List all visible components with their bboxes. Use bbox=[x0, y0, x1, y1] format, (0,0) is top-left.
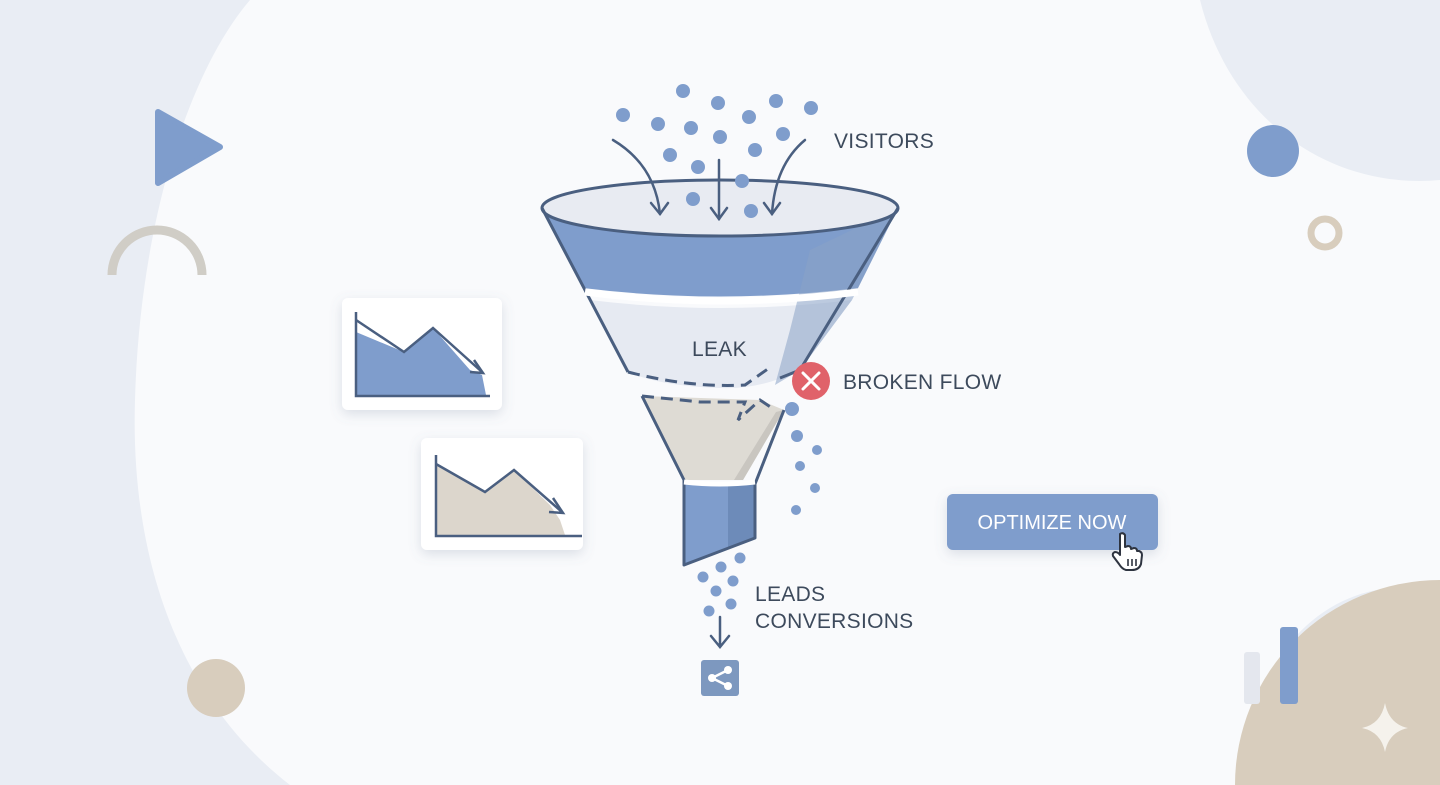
share-icon[interactable] bbox=[701, 660, 739, 696]
beige-circle bbox=[187, 659, 245, 717]
play-icon bbox=[155, 109, 223, 186]
bar-decoration bbox=[1280, 627, 1298, 704]
optimize-now-label: OPTIMIZE NOW bbox=[978, 512, 1127, 534]
broken-flow-label: BROKEN FLOW bbox=[843, 371, 1001, 394]
optimize-now-button[interactable]: OPTIMIZE NOW bbox=[947, 494, 1158, 550]
inflow-arrows bbox=[611, 138, 807, 222]
down-arrow-icon bbox=[709, 615, 731, 649]
leak-label: LEAK bbox=[692, 338, 747, 361]
close-icon bbox=[792, 362, 830, 400]
sparkle-icon bbox=[1362, 703, 1408, 752]
hand-cursor-icon bbox=[1111, 532, 1143, 571]
bar-decoration bbox=[1244, 652, 1260, 704]
blue-circle bbox=[1247, 125, 1299, 177]
visitors-label: VISITORS bbox=[834, 130, 934, 153]
arc-decoration bbox=[107, 225, 207, 276]
visitor-dots bbox=[616, 84, 818, 218]
output-dots bbox=[697, 552, 746, 617]
conversions-label: CONVERSIONS bbox=[755, 610, 914, 633]
ring-decoration bbox=[1307, 215, 1343, 251]
declining-chart-icon bbox=[342, 298, 502, 410]
leads-label: LEADS bbox=[755, 583, 825, 606]
white-blob bbox=[134, 0, 1440, 785]
declining-chart-icon bbox=[421, 438, 583, 550]
leak-dots bbox=[785, 402, 822, 515]
